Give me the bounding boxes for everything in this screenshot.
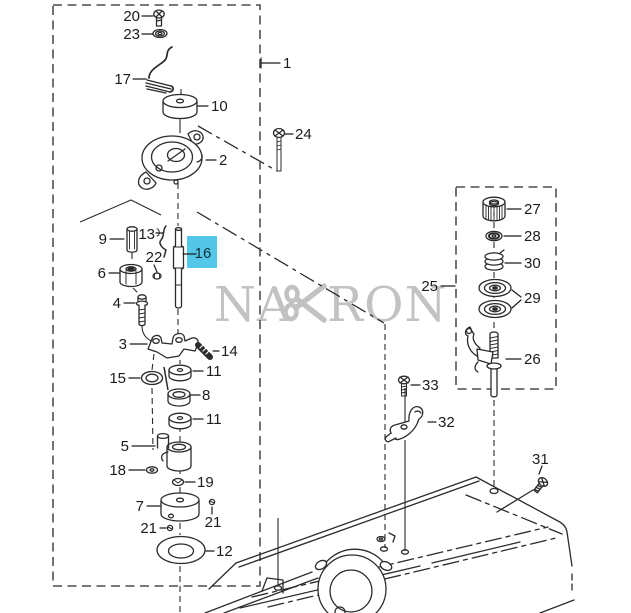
part-22-nut: [152, 272, 162, 280]
part-11-washer-lower: [168, 412, 192, 430]
label-leaders: [108, 15, 543, 552]
part-label-22[interactable]: 22: [146, 249, 163, 266]
part-10-disc: [162, 93, 198, 120]
part-label-4[interactable]: 4: [113, 295, 121, 312]
mount-holes: [273, 487, 499, 591]
part-6-nut: [119, 263, 143, 288]
part-33-screw: [397, 375, 411, 397]
part-label-23[interactable]: 23: [123, 26, 140, 43]
part-label-29[interactable]: 29: [524, 290, 541, 307]
part-label-17[interactable]: 17: [114, 71, 131, 88]
part-19-e-ring: [171, 477, 185, 487]
part-label-24[interactable]: 24: [295, 126, 312, 143]
part-5-hub: [156, 432, 192, 472]
part-20-screw: [153, 9, 165, 27]
part-label-21a[interactable]: 21: [205, 514, 222, 531]
part-label-33[interactable]: 33: [422, 377, 439, 394]
machine-body: [204, 476, 575, 613]
part-26-release-lever: [464, 326, 502, 398]
part-17-wire-spring: [145, 46, 174, 94]
part-label-18[interactable]: 18: [109, 462, 126, 479]
scissors-icon: [283, 283, 327, 323]
mounting-axis-lines: [196, 125, 385, 324]
part-label-31[interactable]: 31: [532, 451, 549, 468]
part-label-9[interactable]: 9: [99, 231, 107, 248]
watermark-text-right: RON: [327, 277, 448, 333]
part-label-16[interactable]: 16: [195, 245, 212, 262]
part-11-washer-upper: [168, 364, 192, 382]
part-label-30[interactable]: 30: [524, 255, 541, 272]
assembly-group-box-25: [455, 186, 557, 390]
part-label-15[interactable]: 15: [109, 370, 126, 387]
part-4-stud: [135, 294, 149, 327]
part-32-bracket: [384, 406, 424, 443]
part-27-tension-knob: [482, 196, 506, 222]
part-label-20[interactable]: 20: [123, 8, 140, 25]
part-30-spring: [484, 249, 505, 271]
part-3-bracket: [147, 332, 199, 359]
part-label-5[interactable]: 5: [121, 438, 129, 455]
part-label-19[interactable]: 19: [197, 474, 214, 491]
part-15-wave-washer: [140, 370, 164, 386]
part-label-26[interactable]: 26: [524, 351, 541, 368]
part-24-screw: [272, 127, 286, 172]
part-21-set-screw-left: [166, 524, 174, 532]
highlight-part-16[interactable]: [187, 236, 217, 268]
part-label-7[interactable]: 7: [136, 498, 144, 515]
part-31-screw: [496, 477, 549, 513]
part-label-28[interactable]: 28: [524, 228, 541, 245]
part-label-12[interactable]: 12: [216, 543, 233, 560]
callout-labels: 20 23 17 10 1 2 24 9 13 16 22 6 4 3 14 1…: [98, 8, 549, 560]
part-label-6[interactable]: 6: [98, 265, 106, 282]
part-23-washer: [152, 28, 168, 39]
part-label-27[interactable]: 27: [524, 201, 541, 218]
part-16-shaft: [172, 226, 185, 309]
part-label-14[interactable]: 14: [221, 343, 238, 360]
part-2-plate: [137, 130, 204, 190]
part-label-32[interactable]: 32: [438, 414, 455, 431]
watermark: NA RON: [214, 277, 448, 333]
part-label-13[interactable]: 13: [138, 226, 155, 243]
part-7-pulley: [160, 492, 200, 522]
part-label-11b[interactable]: 11: [206, 411, 222, 428]
part-9-pin: [126, 226, 138, 253]
part-21-set-screw-right: [208, 498, 216, 506]
part-label-25[interactable]: 25: [421, 278, 438, 295]
part-18-washer: [145, 466, 159, 474]
part-label-8[interactable]: 8: [202, 387, 210, 404]
part-label-11a[interactable]: 11: [206, 363, 222, 380]
part-28-washer: [485, 230, 503, 242]
part-label-1[interactable]: 1: [283, 55, 291, 72]
part-12-ring: [156, 535, 206, 565]
part-29-tension-discs: [478, 278, 512, 319]
assembly-group-box-1: [52, 4, 261, 587]
part-label-21b[interactable]: 21: [140, 520, 157, 537]
part-14-spring: [195, 342, 213, 360]
part-label-2[interactable]: 2: [219, 152, 227, 169]
part-label-10[interactable]: 10: [211, 98, 228, 115]
watermark-text-left: NA: [214, 277, 293, 333]
part-8-bushing: [167, 388, 191, 407]
part-label-3[interactable]: 3: [119, 336, 127, 353]
